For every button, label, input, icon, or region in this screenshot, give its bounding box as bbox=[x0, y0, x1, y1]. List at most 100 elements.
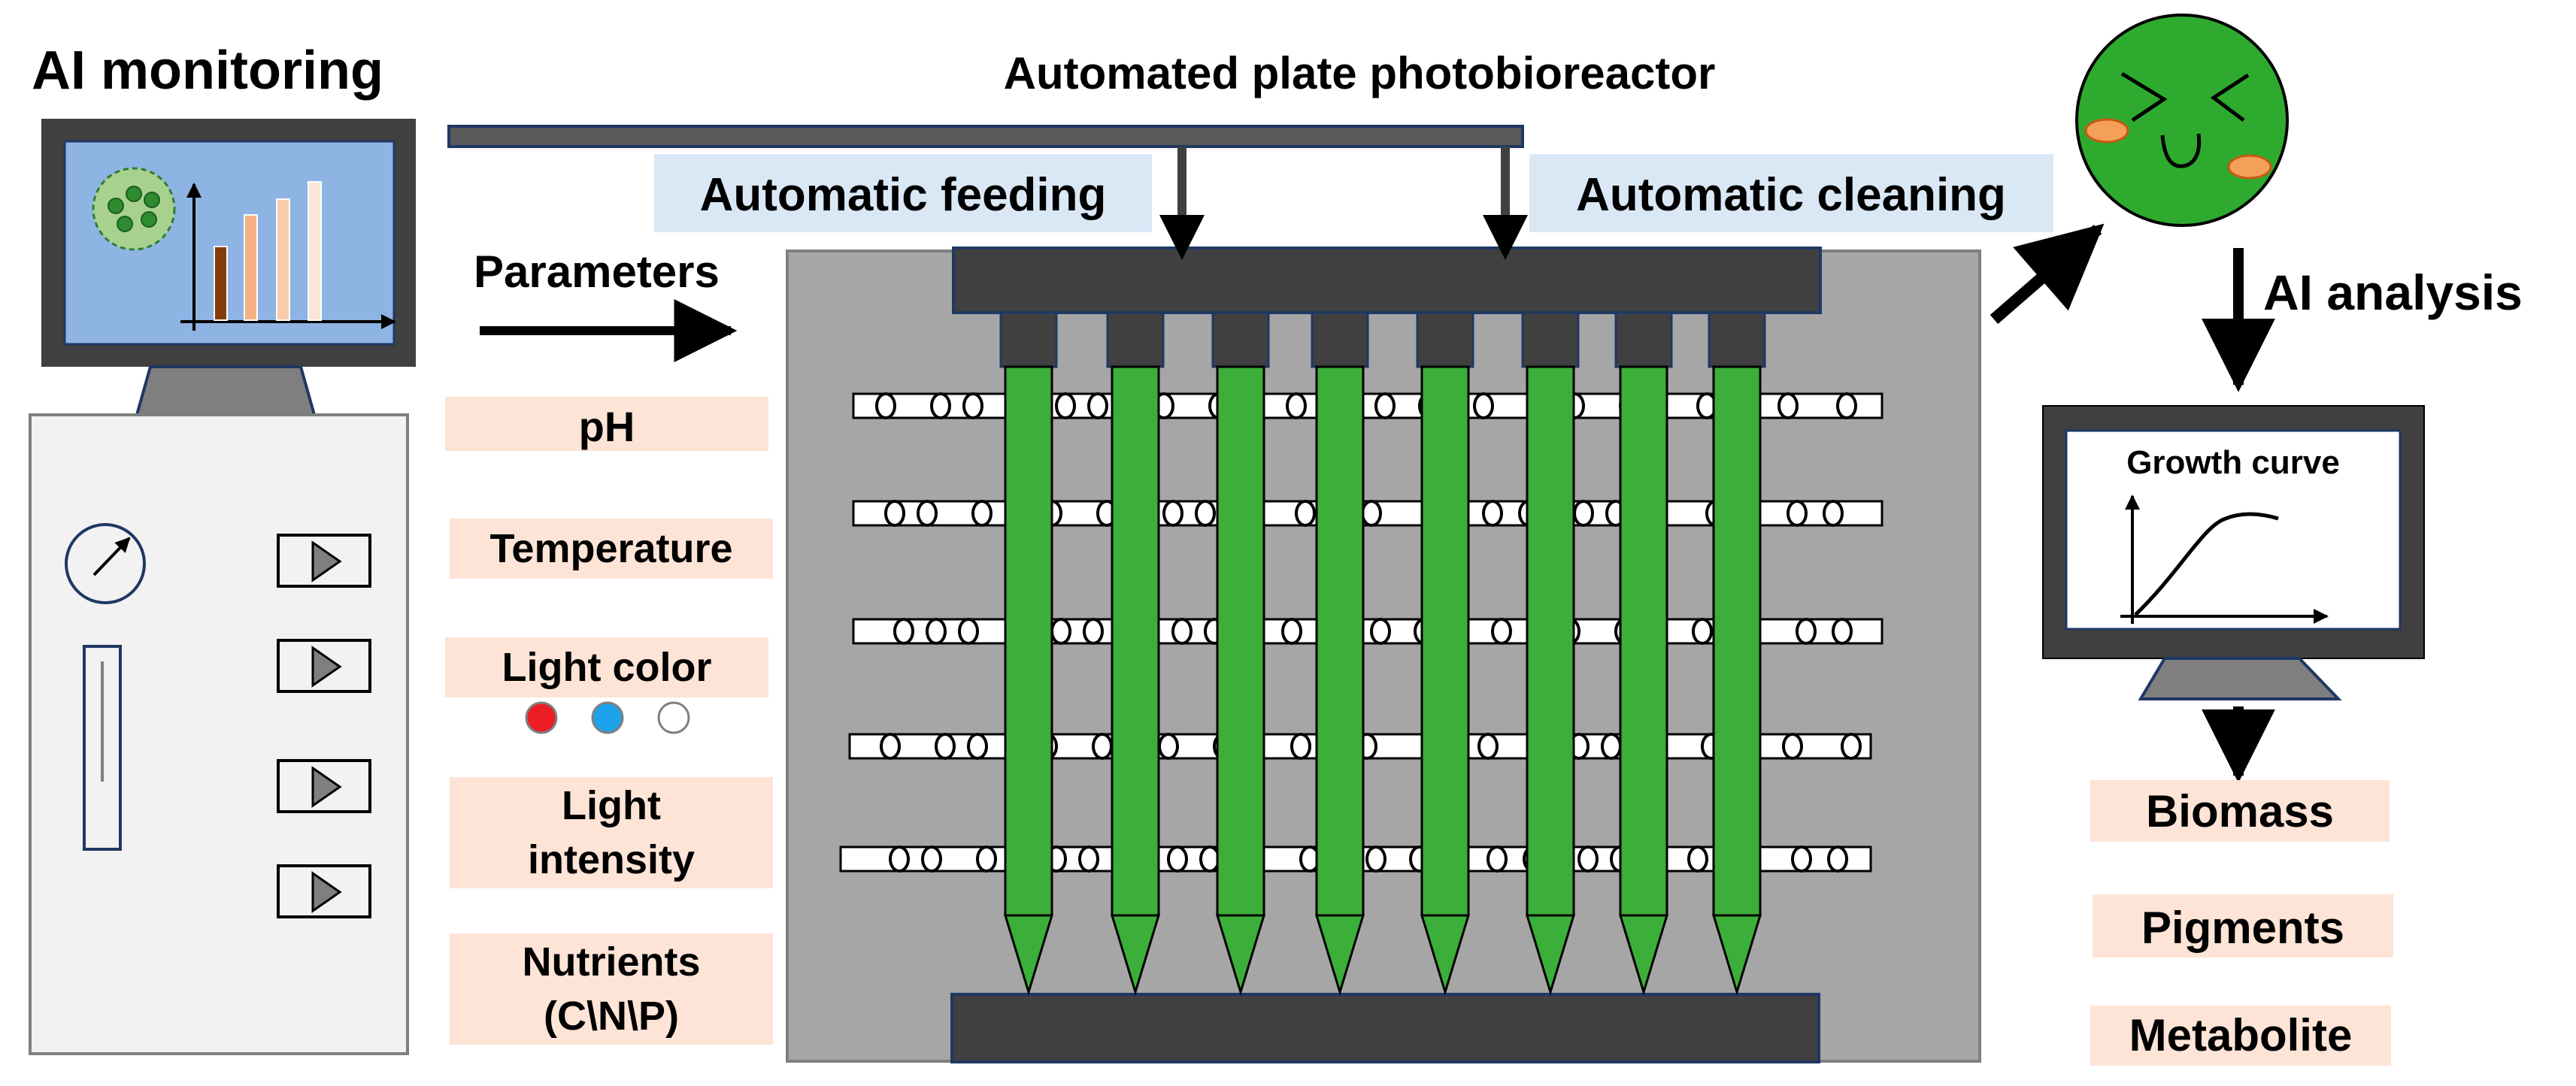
svg-text:Temperature: Temperature bbox=[489, 526, 732, 571]
bubble bbox=[1295, 500, 1316, 527]
bubble bbox=[958, 618, 979, 645]
culture-plates bbox=[999, 311, 1766, 997]
plate-connector bbox=[1211, 311, 1270, 368]
play-button-3[interactable] bbox=[277, 759, 371, 813]
bubble bbox=[1199, 846, 1220, 873]
plate-connector bbox=[1521, 311, 1580, 368]
svg-text:Light: Light bbox=[562, 783, 661, 828]
bubble bbox=[1487, 846, 1508, 873]
plate-connector bbox=[1708, 311, 1766, 368]
bubble bbox=[917, 500, 938, 527]
bar-chart-icon bbox=[180, 181, 396, 331]
plate-tip bbox=[1711, 914, 1762, 997]
output-metabolite: Metabolite bbox=[2090, 1006, 2391, 1066]
culture-plate bbox=[1420, 365, 1470, 917]
plate-connector bbox=[1416, 311, 1474, 368]
bubble bbox=[1167, 846, 1188, 873]
plate-tip bbox=[1215, 914, 1266, 997]
plate-tip bbox=[1618, 914, 1669, 997]
bubble bbox=[1365, 846, 1386, 873]
bubble bbox=[875, 392, 896, 419]
bubble bbox=[1361, 500, 1382, 527]
play-button-2[interactable] bbox=[277, 639, 371, 693]
plate-tip bbox=[1314, 914, 1365, 997]
light-color-dot bbox=[591, 701, 624, 734]
bubble bbox=[1491, 618, 1512, 645]
plate-tip bbox=[1420, 914, 1471, 997]
bubble bbox=[1823, 500, 1844, 527]
bubble bbox=[1473, 392, 1494, 419]
reactor-bottom-base bbox=[950, 993, 1820, 1063]
parameters-title: Parameters bbox=[474, 247, 720, 297]
bubble bbox=[889, 846, 910, 873]
culture-plate bbox=[1004, 365, 1053, 917]
play-button-4[interactable] bbox=[277, 864, 371, 918]
plate-tip bbox=[1110, 914, 1161, 997]
plate-connector bbox=[1614, 311, 1673, 368]
bubble bbox=[1841, 733, 1862, 760]
culture-plate bbox=[1619, 365, 1668, 917]
bubble bbox=[1687, 846, 1708, 873]
play-button-1[interactable] bbox=[277, 534, 371, 588]
bubble bbox=[1092, 733, 1113, 760]
svg-text:(C\N\P): (C\N\P) bbox=[544, 994, 679, 1039]
svg-text:pH: pH bbox=[579, 403, 635, 450]
bubble bbox=[1158, 733, 1179, 760]
algae-cell-icon bbox=[92, 167, 176, 251]
gauge-icon bbox=[65, 523, 146, 604]
param-light-color: Light color bbox=[445, 637, 768, 734]
bubble bbox=[1832, 618, 1853, 645]
automatic-cleaning-label: Automatic cleaning bbox=[1529, 154, 2053, 232]
svg-text:intensity: intensity bbox=[528, 837, 695, 882]
culture-plate bbox=[1216, 365, 1265, 917]
bubble bbox=[893, 618, 914, 645]
bubble bbox=[1055, 392, 1076, 419]
monitoring-monitor bbox=[41, 119, 416, 416]
bubble bbox=[930, 392, 951, 419]
automatic-feeding-label: Automatic feeding bbox=[654, 154, 1152, 232]
bubble bbox=[921, 846, 942, 873]
bubble bbox=[976, 846, 997, 873]
reactor-body bbox=[786, 250, 1981, 1063]
top-pipe-bar bbox=[447, 125, 1524, 148]
svg-text:Automatic feeding: Automatic feeding bbox=[700, 169, 1107, 221]
bubble bbox=[1601, 733, 1622, 760]
bubble bbox=[1050, 618, 1071, 645]
bubble bbox=[967, 733, 988, 760]
reactor-top-manifold bbox=[952, 247, 1822, 314]
play-icon bbox=[311, 646, 342, 688]
output-pigments: Pigments bbox=[2093, 894, 2393, 957]
svg-text:Metabolite: Metabolite bbox=[2129, 1010, 2353, 1060]
growth-curve-icon bbox=[2120, 495, 2329, 624]
ai-analysis-title: AI analysis bbox=[2263, 265, 2523, 320]
bubble bbox=[1777, 392, 1799, 419]
bubble bbox=[935, 733, 956, 760]
param-temperature: Temperature bbox=[450, 519, 773, 579]
bubble bbox=[1162, 500, 1183, 527]
photobioreactor bbox=[447, 125, 1981, 1063]
bubble bbox=[1836, 392, 1857, 419]
svg-text:Nutrients: Nutrients bbox=[522, 939, 700, 985]
smiley-face-icon bbox=[2075, 14, 2289, 227]
bubble bbox=[1281, 618, 1302, 645]
param-nutrients: Nutrients (C\N\P) bbox=[450, 933, 773, 1045]
bubble bbox=[1692, 618, 1713, 645]
bubble bbox=[1374, 392, 1396, 419]
plate-connector bbox=[1106, 311, 1165, 368]
plate-tip bbox=[1003, 914, 1054, 997]
slider-control[interactable] bbox=[83, 645, 122, 851]
play-icon bbox=[311, 540, 342, 582]
bubble bbox=[1482, 500, 1503, 527]
bubble bbox=[1796, 618, 1817, 645]
light-color-dots bbox=[525, 701, 690, 734]
control-panel bbox=[29, 413, 409, 1055]
svg-text:Biomass: Biomass bbox=[2146, 786, 2334, 836]
play-icon bbox=[311, 766, 342, 808]
bubble bbox=[1195, 500, 1216, 527]
bubble bbox=[1573, 500, 1594, 527]
ai-monitoring-title: AI monitoring bbox=[32, 41, 383, 101]
bubble bbox=[971, 500, 993, 527]
bar-3 bbox=[276, 198, 290, 321]
bubble bbox=[1083, 618, 1104, 645]
